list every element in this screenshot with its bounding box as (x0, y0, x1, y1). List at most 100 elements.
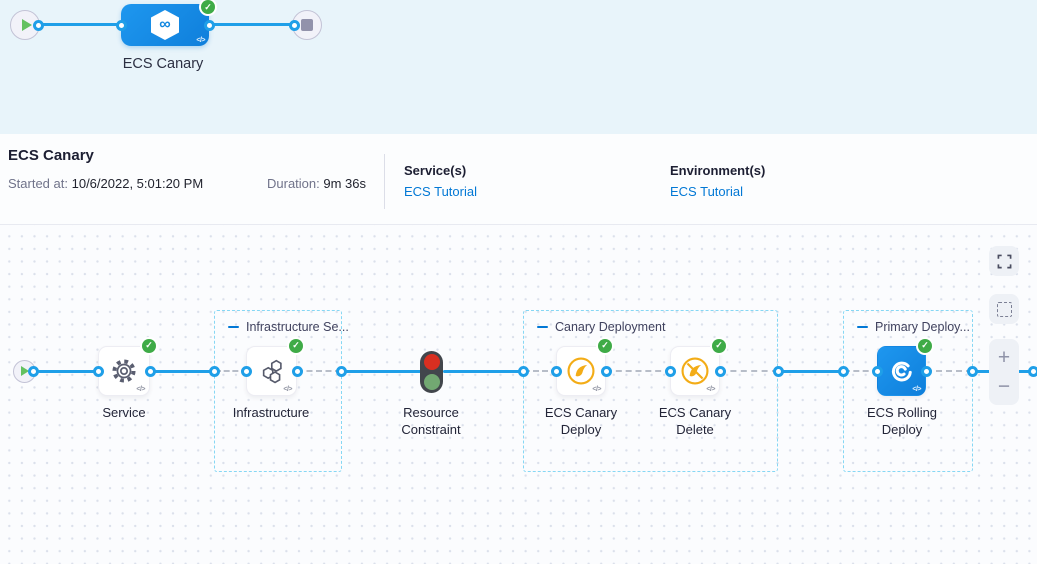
connector-dot (664, 365, 676, 377)
step-ecs-canary-deploy[interactable]: </> (556, 346, 606, 396)
edge-line-dashed (215, 370, 247, 372)
connector-dot (144, 365, 156, 377)
edge-line-dashed (926, 370, 972, 372)
code-icon: </> (912, 386, 921, 393)
connector-dot (33, 19, 44, 31)
connector-dot (1028, 365, 1037, 377)
group-label: Infrastructure Se... (246, 320, 349, 334)
connector-dot (837, 365, 849, 377)
step-infrastructure[interactable]: </> (246, 346, 297, 396)
connector-dot (203, 19, 215, 31)
stage-node-ecs-canary[interactable]: ∞ </> (121, 4, 209, 46)
connector-dot (335, 365, 347, 377)
execution-info-bar: ECS Canary Started at: 10/6/2022, 5:01:2… (0, 134, 1037, 225)
zoom-controls: + − (989, 339, 1019, 405)
connector-dot (871, 365, 883, 377)
connector-dot (28, 365, 39, 377)
edge-line-dashed (844, 370, 878, 372)
edge-line (38, 369, 100, 373)
selection-mode-button[interactable] (989, 294, 1019, 324)
fullscreen-button[interactable] (989, 246, 1019, 276)
environments-label: Environment(s) (670, 163, 766, 178)
services-label: Service(s) (404, 163, 467, 178)
connector-dot (92, 365, 104, 377)
environments-block: Environment(s) ECS Tutorial (670, 163, 765, 199)
connector-dot (714, 365, 726, 377)
execution-graph-canvas[interactable]: Infrastructure Se... Canary Deployment P… (0, 225, 1037, 564)
edge-line (209, 23, 297, 26)
edge-line (150, 369, 215, 373)
code-icon: </> (283, 386, 292, 393)
collapse-minus-icon (537, 325, 548, 329)
services-link[interactable]: ECS Tutorial (404, 184, 477, 199)
code-icon: </> (196, 37, 205, 44)
edge-line-dashed (297, 370, 341, 372)
connector-dot (517, 365, 529, 377)
success-check-icon: ✓ (918, 338, 932, 353)
connector-dot (240, 365, 252, 377)
success-check-icon: ✓ (201, 0, 215, 14)
group-infrastructure-section: Infrastructure Se... (214, 310, 349, 472)
step-label: ECS Rolling Deploy (866, 405, 938, 437)
success-check-icon: ✓ (142, 338, 156, 353)
stage-overview-graph: ∞ </> ✓ ECS Canary (0, 0, 1037, 134)
canary-deploy-icon (567, 357, 595, 385)
info-divider (384, 154, 385, 209)
connector-dot (966, 365, 978, 377)
step-label: ECS Canary Deploy (544, 405, 618, 437)
edge-line-dashed (720, 370, 778, 372)
ecs-rolling-icon (891, 361, 912, 382)
code-icon: </> (592, 386, 601, 393)
group-canary-deployment: Canary Deployment (523, 310, 778, 472)
traffic-light-green-icon (423, 373, 440, 390)
edge-line (341, 369, 422, 373)
started-at: Started at: 10/6/2022, 5:01:20 PM (8, 176, 204, 191)
collapse-minus-icon (857, 325, 868, 329)
duration: Duration: 9m 36s (267, 176, 367, 191)
connector-dot (291, 365, 303, 377)
play-icon (21, 366, 29, 376)
collapse-minus-icon (228, 325, 239, 329)
fullscreen-icon (997, 254, 1011, 268)
success-check-icon: ✓ (712, 338, 726, 353)
group-collapse-toggle[interactable]: Infrastructure Se... (228, 320, 349, 334)
step-service[interactable]: </> (98, 346, 150, 396)
connector-dot (550, 365, 562, 377)
success-check-icon: ✓ (289, 338, 303, 353)
harness-pipeline-icon: ∞ (151, 10, 179, 40)
connector-dot (208, 365, 220, 377)
edge-line (443, 369, 524, 373)
step-label: Resource Constraint (401, 405, 461, 437)
edge-line-dashed (606, 370, 671, 372)
edge-line (38, 23, 122, 26)
connector-dot (115, 19, 127, 31)
code-icon: </> (706, 386, 715, 393)
connector-dot (772, 365, 784, 377)
stop-icon (301, 19, 313, 31)
success-check-icon: ✓ (598, 338, 612, 353)
traffic-light-red-icon (423, 354, 440, 371)
stage-node-label: ECS Canary (122, 56, 204, 72)
environments-link[interactable]: ECS Tutorial (670, 184, 743, 199)
group-label: Primary Deploy... (875, 320, 970, 334)
zoom-in-button[interactable]: + (997, 346, 1011, 369)
zoom-out-button[interactable]: − (997, 375, 1011, 398)
execution-title: ECS Canary (8, 147, 94, 164)
group-collapse-toggle[interactable]: Canary Deployment (537, 320, 665, 334)
play-icon (21, 19, 32, 31)
step-label: Infrastructure (232, 405, 310, 420)
edge-line (778, 369, 845, 373)
connector-dot (920, 365, 932, 377)
gear-icon (112, 359, 136, 383)
code-icon: </> (136, 386, 145, 393)
group-collapse-toggle[interactable]: Primary Deploy... (857, 320, 970, 334)
step-label: Service (102, 405, 146, 420)
step-ecs-canary-delete[interactable]: </> (670, 346, 720, 396)
connector-dot (288, 19, 300, 31)
step-ecs-rolling-deploy[interactable]: </> (877, 346, 926, 396)
step-resource-constraint[interactable] (420, 351, 443, 393)
connector-dot (600, 365, 612, 377)
hexagon-cluster-icon (262, 359, 282, 384)
services-block: Service(s) ECS Tutorial (404, 163, 477, 199)
